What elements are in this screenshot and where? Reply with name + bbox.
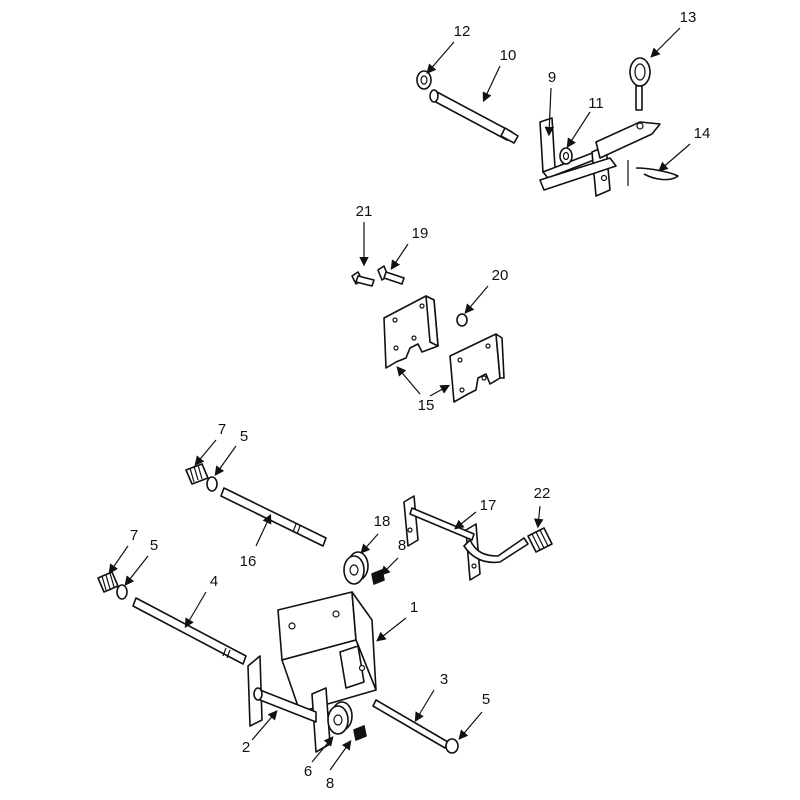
part-18-pulley bbox=[343, 551, 369, 585]
callout-1: 1 bbox=[410, 599, 418, 616]
callout-18: 18 bbox=[374, 513, 391, 530]
part-15-plate-a bbox=[383, 295, 439, 369]
callout-16: 16 bbox=[240, 553, 257, 570]
callout-14: 14 bbox=[694, 125, 711, 142]
part-9-hitch-bracket bbox=[539, 117, 661, 197]
part-12-nut bbox=[416, 70, 432, 90]
callout-19: 19 bbox=[412, 225, 429, 242]
part-19-bolt bbox=[377, 265, 405, 285]
part-6-pulley bbox=[327, 701, 353, 735]
part-17-lever bbox=[403, 495, 529, 581]
part-1-main-bracket bbox=[277, 591, 377, 713]
part-11-spacer bbox=[559, 147, 573, 165]
callout-11: 11 bbox=[588, 95, 604, 112]
part-13-eye-bolt bbox=[629, 57, 651, 111]
part-5-washer-upper bbox=[206, 476, 218, 492]
callout-9: 9 bbox=[548, 69, 556, 86]
part-5-washer-lower-right bbox=[445, 738, 459, 754]
part-21-bolt bbox=[351, 271, 375, 287]
callout-22: 22 bbox=[534, 485, 551, 502]
part-7-spring-lower bbox=[97, 571, 119, 593]
part-22-grip bbox=[527, 527, 553, 553]
part-5-washer-lower-left bbox=[116, 584, 128, 600]
callout-6: 6 bbox=[304, 763, 312, 780]
callout-10: 10 bbox=[500, 47, 517, 64]
callout-7-lower: 7 bbox=[130, 527, 138, 544]
callout-4: 4 bbox=[210, 573, 218, 590]
part-20-nut bbox=[456, 313, 468, 327]
callout-13: 13 bbox=[680, 9, 697, 26]
part-15-plate-b bbox=[449, 333, 505, 403]
part-10-pin bbox=[429, 89, 519, 144]
part-8-setscrew-middle bbox=[371, 569, 385, 585]
callout-12: 12 bbox=[454, 23, 471, 40]
part-7-spring-upper bbox=[185, 463, 209, 485]
leader-lines bbox=[108, 27, 691, 771]
callout-17: 17 bbox=[480, 497, 497, 514]
callout-3: 3 bbox=[440, 671, 448, 688]
callout-5-lower-right: 5 bbox=[482, 691, 490, 708]
callout-labels: 12 10 9 11 13 14 21 19 20 15 7 5 16 17 2… bbox=[130, 9, 711, 792]
part-4-shaft bbox=[132, 597, 247, 665]
callout-15: 15 bbox=[418, 397, 435, 414]
callout-21: 21 bbox=[356, 203, 373, 220]
callout-5-upper: 5 bbox=[240, 428, 248, 445]
part-8-setscrew-lower bbox=[353, 725, 367, 741]
part-16-shaft bbox=[220, 487, 327, 547]
part-14-hairpin bbox=[627, 160, 679, 186]
callout-2: 2 bbox=[242, 739, 250, 756]
callout-20: 20 bbox=[492, 267, 509, 284]
callout-7-upper: 7 bbox=[218, 421, 226, 438]
callout-8-middle: 8 bbox=[398, 537, 406, 554]
callout-8-lower: 8 bbox=[326, 775, 334, 792]
callout-5-lower-left: 5 bbox=[150, 537, 158, 554]
part-3-rod bbox=[372, 699, 449, 749]
